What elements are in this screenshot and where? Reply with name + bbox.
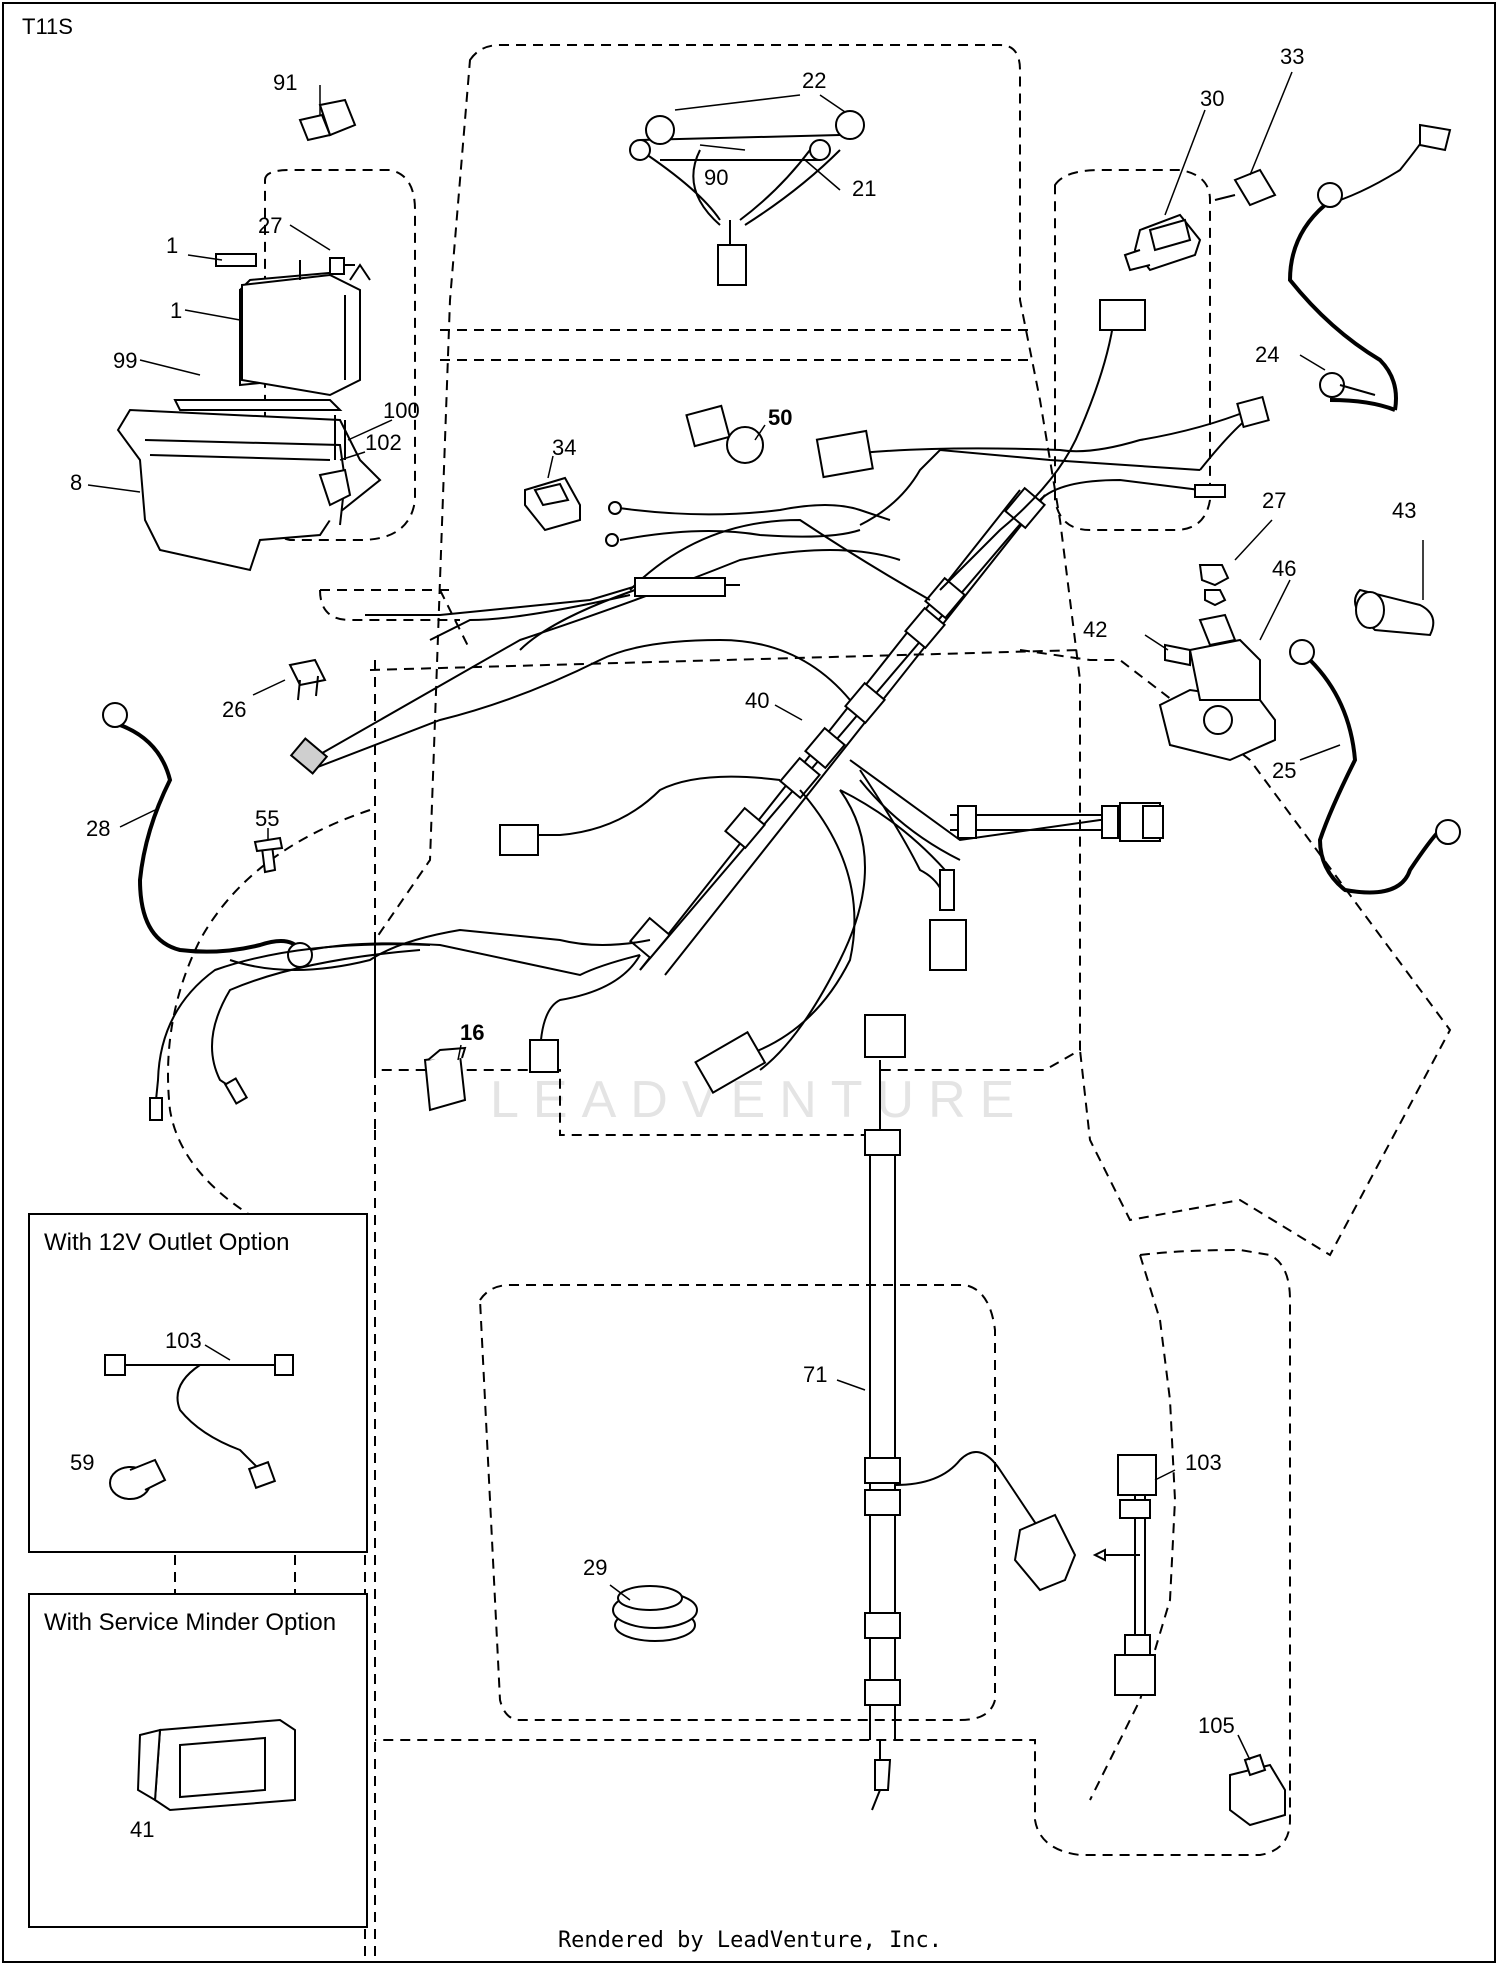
cable-25 bbox=[1289, 639, 1461, 895]
switch-34 bbox=[524, 476, 581, 532]
callout-8: 8 bbox=[70, 470, 82, 495]
inset-service-minder-title: With Service Minder Option bbox=[44, 1609, 337, 1636]
callout-21: 21 bbox=[852, 176, 876, 201]
ground-leads bbox=[149, 943, 431, 1121]
inset-12v-outlet: With 12V Outlet Option 103 59 bbox=[28, 1213, 368, 1553]
callout-43: 46 bbox=[1272, 556, 1296, 581]
inset-service-minder: With Service Minder Option 41 bbox=[28, 1593, 368, 1928]
screw-55 bbox=[253, 836, 284, 874]
callout-90: 91 bbox=[273, 70, 297, 95]
callout-103: 103 bbox=[165, 1328, 202, 1353]
callout-25: 25 bbox=[1272, 758, 1296, 783]
harness-102 bbox=[1092, 1454, 1157, 1696]
battery-tray-8 bbox=[116, 399, 382, 572]
callout-28: 28 bbox=[86, 816, 110, 841]
harness-branch-upper bbox=[365, 395, 1270, 651]
inset-12v-outlet-title: With 12V Outlet Option bbox=[44, 1229, 290, 1256]
callout-40: 40 bbox=[745, 688, 769, 713]
battery-1 bbox=[215, 253, 371, 397]
inset-service-minder-art: 41 bbox=[130, 1718, 296, 1842]
footer-credit: Rendered by LeadVenture, Inc. bbox=[557, 1928, 943, 1953]
cable-28 bbox=[102, 702, 313, 968]
callout-71: 71 bbox=[803, 1362, 827, 1387]
callout-2: 1 bbox=[166, 233, 178, 258]
callout-102: 103 bbox=[1185, 1450, 1222, 1475]
ignition-30 bbox=[1123, 213, 1202, 272]
callout-16: 16 bbox=[460, 1020, 484, 1045]
callout-labels: 1 27 1 99 8 100 102 91 22 21 90 30 33 24… bbox=[70, 44, 1416, 1738]
callout-55: 55 bbox=[255, 806, 279, 831]
boot-42 bbox=[1354, 588, 1435, 637]
cable-24 bbox=[1287, 123, 1452, 412]
harness-40 bbox=[229, 309, 1201, 1094]
nut-27 bbox=[1198, 564, 1230, 587]
part-90 bbox=[298, 98, 357, 142]
callout-79: 90 bbox=[704, 165, 728, 190]
callout-30: 30 bbox=[1200, 86, 1224, 111]
watermark: LEADVENTURE bbox=[490, 1071, 1029, 1129]
leader-lines bbox=[87, 71, 1424, 1761]
callout-42: 43 bbox=[1392, 498, 1416, 523]
key-33 bbox=[1214, 168, 1277, 207]
callout-26: 26 bbox=[222, 697, 246, 722]
callout-100: 102 bbox=[365, 430, 402, 455]
callout-22: 22 bbox=[802, 68, 826, 93]
callout-50: 50 bbox=[768, 405, 792, 430]
callout-1: 1 bbox=[170, 298, 182, 323]
harness-71 bbox=[864, 1014, 1077, 1811]
button-50 bbox=[685, 404, 764, 464]
callout-91: 99 bbox=[113, 348, 137, 373]
callout-33: 33 bbox=[1280, 44, 1304, 69]
callout-27: 27 bbox=[258, 213, 282, 238]
solenoid-43 bbox=[1158, 589, 1276, 762]
bolt-41 bbox=[1164, 643, 1191, 667]
diagram-title: T11S bbox=[22, 14, 73, 39]
tractor-outline bbox=[167, 44, 1452, 1960]
relay-16 bbox=[423, 1046, 467, 1112]
callout-41: 42 bbox=[1083, 617, 1107, 642]
callout-24: 24 bbox=[1255, 342, 1279, 367]
callout-46: 41 bbox=[130, 1817, 154, 1842]
callout-27b: 27 bbox=[1262, 488, 1286, 513]
inset-12v-outlet-art: 103 59 bbox=[70, 1328, 294, 1500]
callout-99: 100 bbox=[383, 398, 420, 423]
callout-29: 29 bbox=[583, 1555, 607, 1580]
callout-59: 59 bbox=[70, 1450, 94, 1475]
fuse-26 bbox=[288, 658, 327, 701]
switch-105 bbox=[1229, 1753, 1286, 1827]
callout-34: 34 bbox=[552, 435, 576, 460]
lamp-harness-21 bbox=[629, 110, 1146, 331]
callout-105: 105 bbox=[1198, 1713, 1235, 1738]
grommet-29 bbox=[612, 1585, 698, 1642]
